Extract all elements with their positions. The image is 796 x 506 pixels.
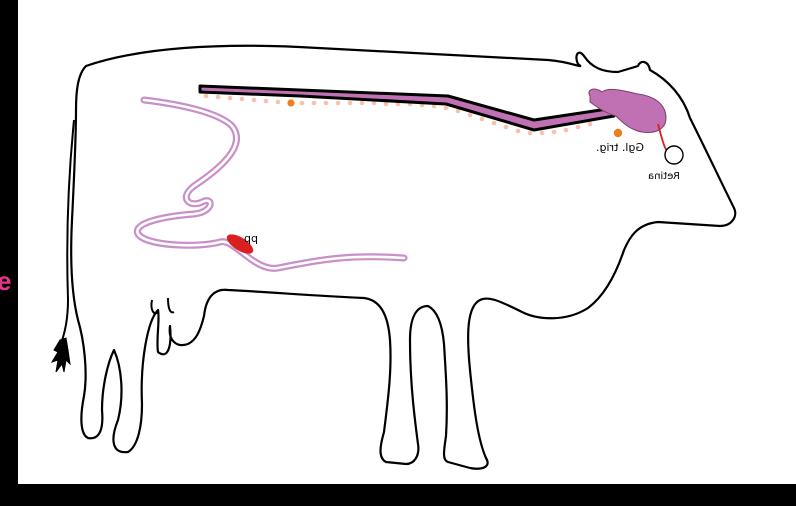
spinal-dot bbox=[588, 122, 593, 127]
cow-diagram: Ggl. trig. Retina pp bbox=[18, 0, 796, 484]
spinal-dot bbox=[312, 101, 317, 106]
spinal-dot bbox=[336, 101, 341, 106]
eye-retina bbox=[665, 146, 683, 164]
spinal-dot bbox=[264, 99, 269, 104]
spinal-dot bbox=[228, 96, 233, 101]
spinal-dot bbox=[216, 95, 221, 100]
edge-letter: e bbox=[0, 268, 11, 294]
spinal-dot bbox=[576, 125, 581, 130]
spinal-dot bbox=[240, 97, 245, 102]
spinal-dot bbox=[564, 128, 569, 133]
diagram-canvas: Ggl. trig. Retina pp bbox=[18, 0, 796, 484]
tail-tuft bbox=[52, 338, 70, 372]
orange-dot-spine bbox=[287, 99, 294, 106]
label-retina: Retina bbox=[648, 171, 680, 182]
label-ganglion: Ggl. trig. bbox=[596, 141, 644, 154]
orange-dot-ganglion bbox=[614, 129, 622, 137]
spinal-dot bbox=[276, 100, 281, 105]
spinal-dot bbox=[504, 125, 509, 130]
spinal-dot bbox=[300, 101, 305, 106]
spinal-dot bbox=[348, 101, 353, 106]
spinal-dot bbox=[444, 106, 449, 111]
spinal-dot bbox=[468, 113, 473, 118]
spinal-dot bbox=[360, 101, 365, 106]
spinal-dot bbox=[480, 117, 485, 122]
spinal-dot bbox=[528, 131, 533, 136]
spinal-dot bbox=[492, 121, 497, 126]
label-pp: pp bbox=[244, 232, 258, 245]
spinal-dot bbox=[252, 98, 257, 103]
spinal-dot bbox=[516, 129, 521, 134]
spinal-dot bbox=[324, 101, 329, 106]
spinal-dot bbox=[384, 102, 389, 107]
spinal-dot bbox=[204, 94, 209, 99]
spinal-dot bbox=[540, 131, 545, 136]
spinal-dot bbox=[552, 130, 557, 135]
